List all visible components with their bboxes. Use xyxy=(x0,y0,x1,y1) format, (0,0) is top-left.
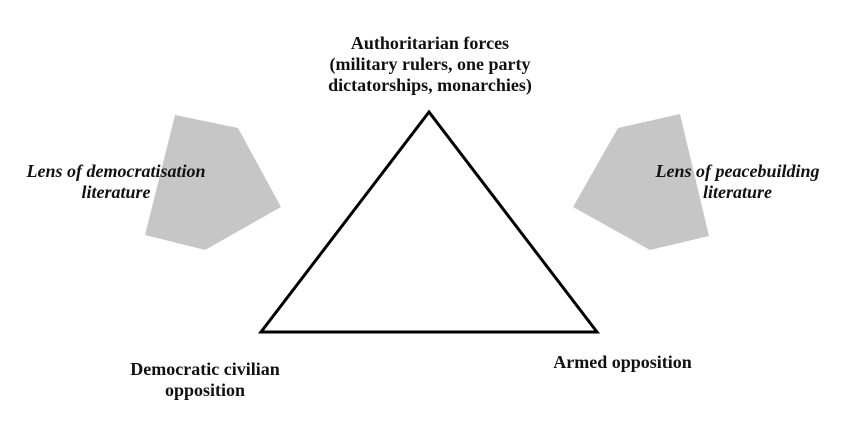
peacebuilding-lens-label-line: literature xyxy=(702,182,772,202)
armed-opposition-label-line: Armed opposition xyxy=(553,352,692,372)
peacebuilding-lens-label: Lens of peacebuilding literature xyxy=(630,161,845,203)
authoritarian-label-line: dictatorships, monarchies) xyxy=(328,75,532,95)
democratisation-lens-label: Lens of democratisation literature xyxy=(5,161,227,203)
lens-right-shape xyxy=(573,114,709,250)
lens-left-shape xyxy=(145,115,281,250)
authoritarian-label-line: (military rulers, one party xyxy=(329,54,531,74)
armed-opposition-label: Armed opposition xyxy=(535,352,710,373)
democratisation-lens-label-line: Lens of democratisation xyxy=(26,161,206,181)
democratic-opposition-label-line: opposition xyxy=(164,380,246,400)
authoritarian-forces-label: Authoritarian forces (military rulers, o… xyxy=(300,33,560,96)
democratic-civilian-opposition-label: Democratic civilian opposition xyxy=(100,359,310,401)
democratic-opposition-label-line: Democratic civilian xyxy=(130,359,280,379)
authoritarian-label-line: Authoritarian forces xyxy=(350,33,510,53)
democratisation-lens-label-line: literature xyxy=(81,182,151,202)
peacebuilding-lens-label-line: Lens of peacebuilding xyxy=(655,161,820,181)
triangle xyxy=(257,109,601,334)
